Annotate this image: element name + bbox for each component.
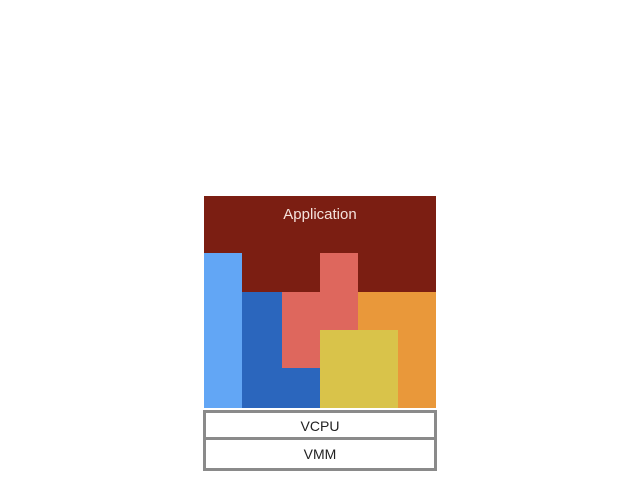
light-blue-block: [204, 253, 242, 408]
dark-blue-block: [242, 292, 282, 408]
vcpu-layer: VCPU: [206, 413, 434, 440]
application-label: Application: [283, 206, 357, 223]
red-block-top: [320, 253, 358, 293]
virtualization-stack: VCPU VMM: [203, 410, 437, 471]
vmm-layer: VMM: [303, 446, 337, 462]
dark-blue-block-lower: [282, 368, 320, 408]
yellow-block: [320, 330, 398, 408]
